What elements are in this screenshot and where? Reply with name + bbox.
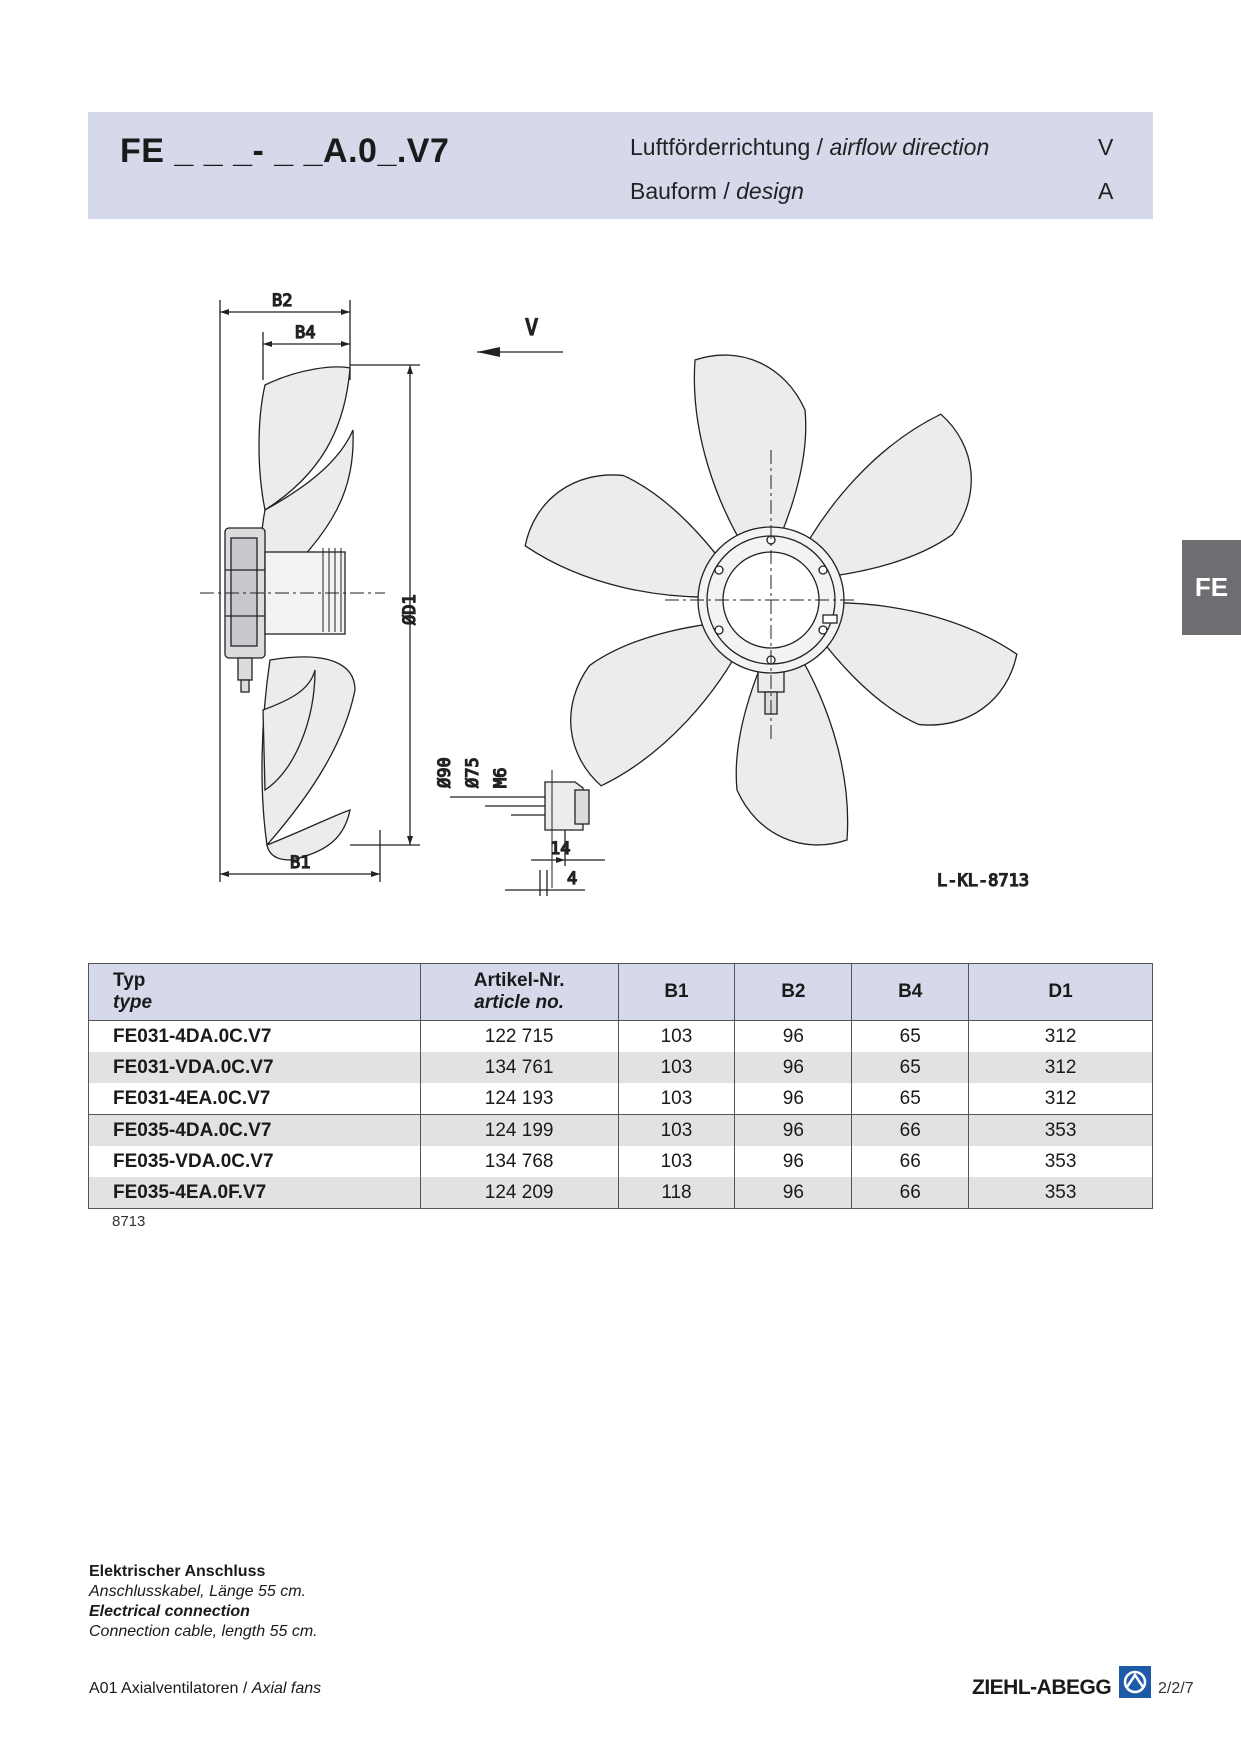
airflow-direction-label: Luftförderrichtung / airflow direction: [630, 134, 990, 160]
model-code-title: FE _ _ _- _ _A.0_.V7: [120, 132, 450, 170]
airflow-arrow-icon: V: [477, 315, 563, 357]
table-row: FE035-VDA.0C.V7 134 768 103 96 66 353: [88, 1146, 1153, 1177]
mounting-detail: Ø90 Ø75 M6 14 4: [434, 757, 605, 896]
dim-b4-label: B4: [295, 323, 315, 343]
dim-b2-label: B2: [272, 291, 292, 311]
table-row: FE035-4EA.0F.V7 124 209 118 96 66 353: [88, 1177, 1153, 1209]
connection-title-de: Elektrischer Anschluss: [89, 1563, 266, 1580]
dim-d1-label: ØD1: [400, 594, 420, 625]
electrical-connection-notes: Elektrischer Anschluss Anschlusskabel, L…: [89, 1562, 318, 1642]
connection-text-de: Anschlusskabel, Länge 55 cm.: [89, 1583, 307, 1600]
dim-4-label: 4: [567, 869, 577, 889]
dim-b1-label: B1: [290, 853, 310, 873]
connection-text-en: Connection cable, length 55 cm.: [89, 1623, 318, 1640]
design-label: Bauform / design: [630, 178, 804, 204]
col-header-article: Artikel-Nr. article no.: [419, 963, 619, 1021]
drawing-id-label: L-KL-8713: [937, 871, 1029, 891]
table-header-row: Typ type Artikel-Nr. article no. B1 B2 B…: [88, 963, 1153, 1021]
technical-drawing: B2 B4 ØD1: [195, 270, 1045, 900]
fan-side-view-icon: B2 B4 ØD1: [200, 290, 421, 882]
brand-name: ZIEHL-ABEGG: [972, 1676, 1112, 1699]
design-value: A: [1098, 178, 1114, 204]
fan-front-view-icon: [524, 354, 1018, 846]
col-header-b4: B4: [851, 963, 970, 1021]
brand-logo-icon: [1119, 1666, 1151, 1698]
connection-title-en: Electrical connection: [89, 1603, 250, 1620]
spec-table: Typ type Artikel-Nr. article no. B1 B2 B…: [88, 963, 1153, 1209]
dim-d90-label: Ø90: [435, 757, 455, 788]
footer-section-label: A01 Axialventilatoren / Axial fans: [89, 1680, 322, 1697]
col-header-d1: D1: [968, 963, 1153, 1021]
col-header-type: Typ type: [88, 963, 421, 1021]
table-row: FE031-VDA.0C.V7 134 761 103 96 65 312: [88, 1052, 1153, 1083]
dim-m6-label: M6: [491, 768, 511, 788]
table-row: FE035-4DA.0C.V7 124 199 103 96 66 353: [88, 1114, 1153, 1146]
airflow-v-label: V: [525, 316, 538, 341]
table-row: FE031-4EA.0C.V7 124 193 103 96 65 312: [88, 1083, 1153, 1115]
table-note: 8713: [112, 1213, 146, 1230]
dim-14-label: 14: [550, 839, 570, 859]
table-row: FE031-4DA.0C.V7 122 715 103 96 65 312: [88, 1020, 1153, 1052]
airflow-direction-value: V: [1098, 134, 1114, 160]
header-band: FE _ _ _- _ _A.0_.V7 Luftförderrichtung …: [88, 112, 1153, 219]
page-number: 2/2/7: [1158, 1680, 1194, 1697]
col-header-b1: B1: [617, 963, 736, 1021]
dim-d75-label: Ø75: [463, 757, 483, 788]
section-side-tab: FE: [1182, 540, 1241, 635]
col-header-b2: B2: [734, 963, 853, 1021]
